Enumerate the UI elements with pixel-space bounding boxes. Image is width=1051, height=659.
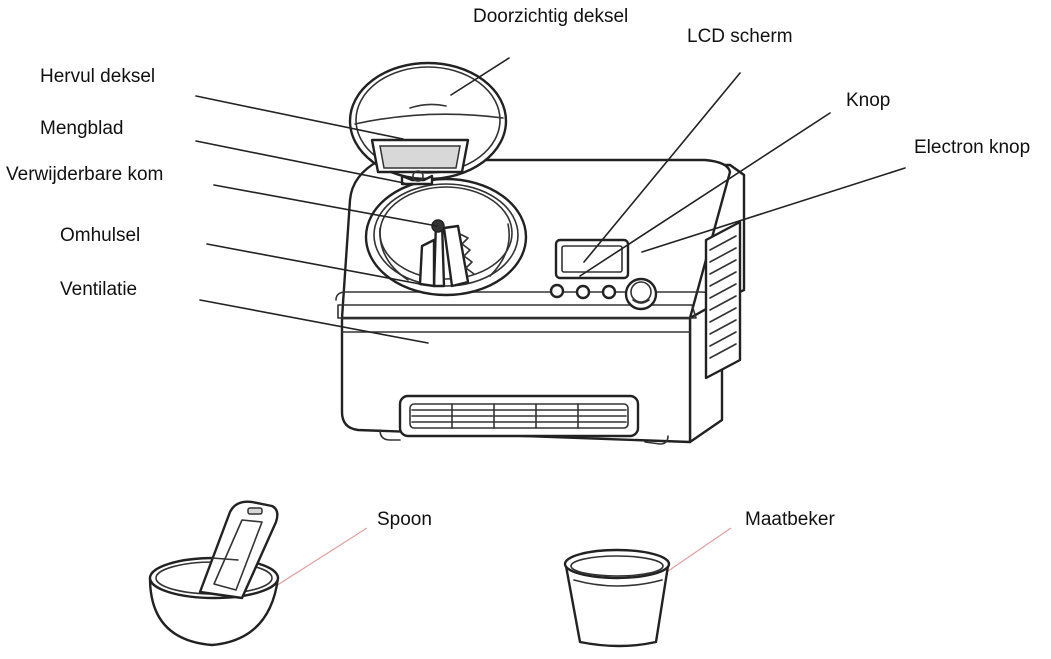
label-maatbeker: Maatbeker <box>745 509 835 530</box>
mixing-blade <box>418 219 475 288</box>
leader-hervul-deksel <box>195 95 404 140</box>
label-lcd-scherm: LCD scherm <box>687 26 793 47</box>
leader-lines <box>195 57 906 601</box>
spoon-drawing <box>148 500 280 647</box>
control-panel <box>549 238 658 311</box>
side-vent-grille <box>704 220 742 380</box>
label-mengblad: Mengblad <box>40 118 123 139</box>
leader-knop <box>579 112 831 277</box>
leader-electron-knop <box>641 167 906 253</box>
lid-assembly <box>348 61 508 186</box>
leader-mengblad <box>195 140 405 184</box>
label-omhulsel: Omhulsel <box>60 225 140 246</box>
label-doorzichtig-deksel: Doorzichtig deksel <box>473 6 628 27</box>
leader-ventilatie <box>199 299 429 344</box>
control-button-2 <box>575 284 591 300</box>
leader-lcd-scherm <box>583 72 741 263</box>
leader-doorzichtig-deksel <box>450 57 510 96</box>
measuring-cup-drawing <box>563 548 671 648</box>
ice-cream-machine-drawing <box>335 61 746 445</box>
labels: Doorzichtig deksel LCD scherm Hervul dek… <box>6 6 1030 530</box>
label-electron-knop: Electron knop <box>914 137 1030 158</box>
leader-verwijderbare-kom <box>213 184 438 227</box>
label-ventilatie: Ventilatie <box>60 279 137 300</box>
bowl-assembly <box>364 177 528 297</box>
label-verwijderbare-kom: Verwijderbare kom <box>6 164 163 185</box>
front-vent-grille <box>398 394 640 438</box>
label-knop: Knop <box>846 90 890 111</box>
control-button-3 <box>601 284 617 300</box>
control-button-1 <box>549 283 565 299</box>
label-spoon: Spoon <box>377 509 432 530</box>
leader-omhulsel <box>206 243 421 285</box>
lcd-screen <box>554 238 630 280</box>
label-hervul-deksel: Hervul deksel <box>40 66 155 87</box>
refill-lid <box>370 138 470 174</box>
